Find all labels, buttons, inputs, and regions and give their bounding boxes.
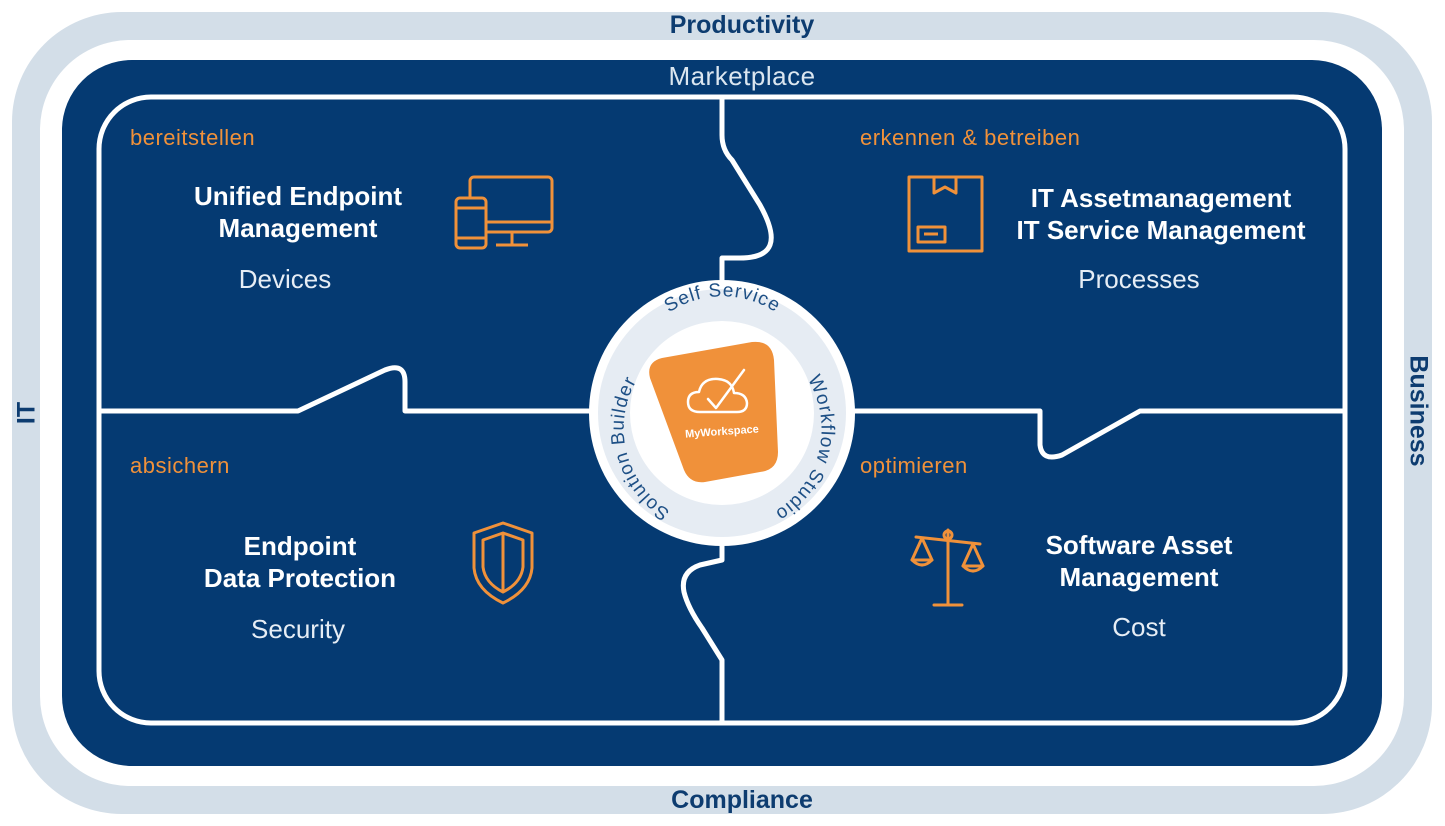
subtitle-bottom-left: Security (251, 614, 345, 644)
subtitle-top-left: Devices (238, 264, 332, 294)
subtitle-bottom-right: Cost (1112, 612, 1166, 642)
verb-bottom-left: absichern (130, 453, 230, 478)
box-icon (907, 175, 984, 253)
title-top-right-line2: IT Service Management (1016, 215, 1306, 245)
verb-bottom-right: optimieren (860, 453, 968, 478)
puzzle-line-right (842, 408, 1348, 460)
puzzle-line-left (96, 365, 603, 414)
title-top-left: Unified Endpoint Management (194, 180, 402, 244)
title-bottom-left-line2: Data Protection (203, 563, 397, 593)
title-top-left-line1: Unified Endpoint (194, 181, 402, 211)
frame-label-left: IT (12, 401, 41, 425)
frame-label-bottom: Compliance (671, 786, 813, 814)
puzzle-line-top (719, 94, 774, 303)
title-bottom-right-line2: Management (1059, 562, 1219, 592)
title-bottom-left-line1: Endpoint (243, 531, 357, 561)
title-bottom-right: Software Asset Management (1046, 529, 1233, 593)
frame-label-right: Business (1404, 355, 1433, 467)
subtitle-top-right: Processes (1078, 264, 1200, 294)
title-bottom-right-line1: Software Asset (1045, 530, 1233, 560)
marketplace-label: Marketplace (668, 61, 816, 91)
scale-icon (910, 528, 985, 607)
cloud-check-icon (686, 368, 749, 414)
shield-icon (472, 521, 534, 605)
title-bottom-left: Endpoint Data Protection (204, 530, 396, 594)
puzzle-lines (96, 94, 1348, 726)
frame-label-top: Productivity (669, 11, 815, 39)
devices-icon (454, 175, 554, 250)
title-top-right: IT Assetmanagement IT Service Management (1017, 182, 1306, 246)
verb-top-left: bereitstellen (130, 125, 256, 150)
title-top-right-line1: IT Assetmanagement (1030, 183, 1292, 213)
title-top-left-line2: Management (218, 213, 378, 243)
puzzle-line-bottom (680, 542, 725, 726)
verb-top-right: erkennen & betreiben (860, 125, 1081, 150)
